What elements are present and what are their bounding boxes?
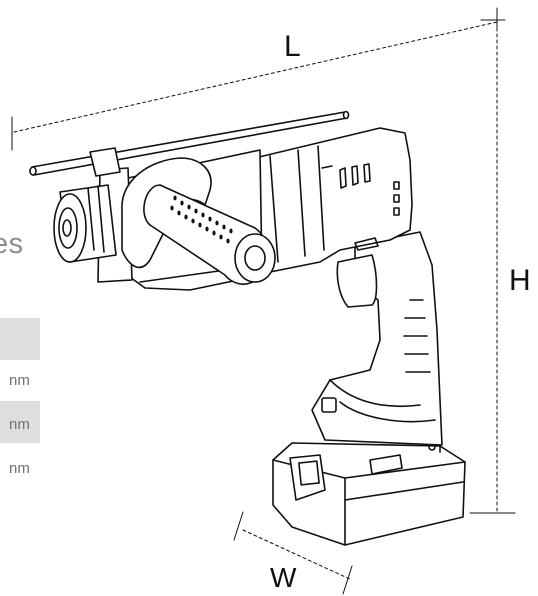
- spec-unit-text: nm: [9, 416, 30, 433]
- spec-unit-text: nm: [9, 372, 30, 389]
- main-grip: [311, 231, 443, 446]
- dimension-tick-width-left: [233, 511, 244, 541]
- spec-row-band: [0, 318, 40, 360]
- dimension-line-width: [242, 529, 353, 581]
- trigger: [336, 254, 378, 308]
- dimension-label-width: W: [270, 562, 297, 593]
- dimension-tick-width-right: [342, 565, 353, 595]
- cropped-heading-text: es: [0, 228, 24, 260]
- battery-pack: [272, 441, 466, 546]
- spec-unit-text: nm: [9, 460, 30, 477]
- motor-housing: [240, 127, 413, 273]
- side-handle: [121, 157, 276, 285]
- spec-row-band: [0, 401, 40, 443]
- dimension-line-length: [13, 21, 498, 133]
- dimension-label-height: H: [509, 264, 531, 297]
- dimension-label-length: L: [284, 30, 301, 63]
